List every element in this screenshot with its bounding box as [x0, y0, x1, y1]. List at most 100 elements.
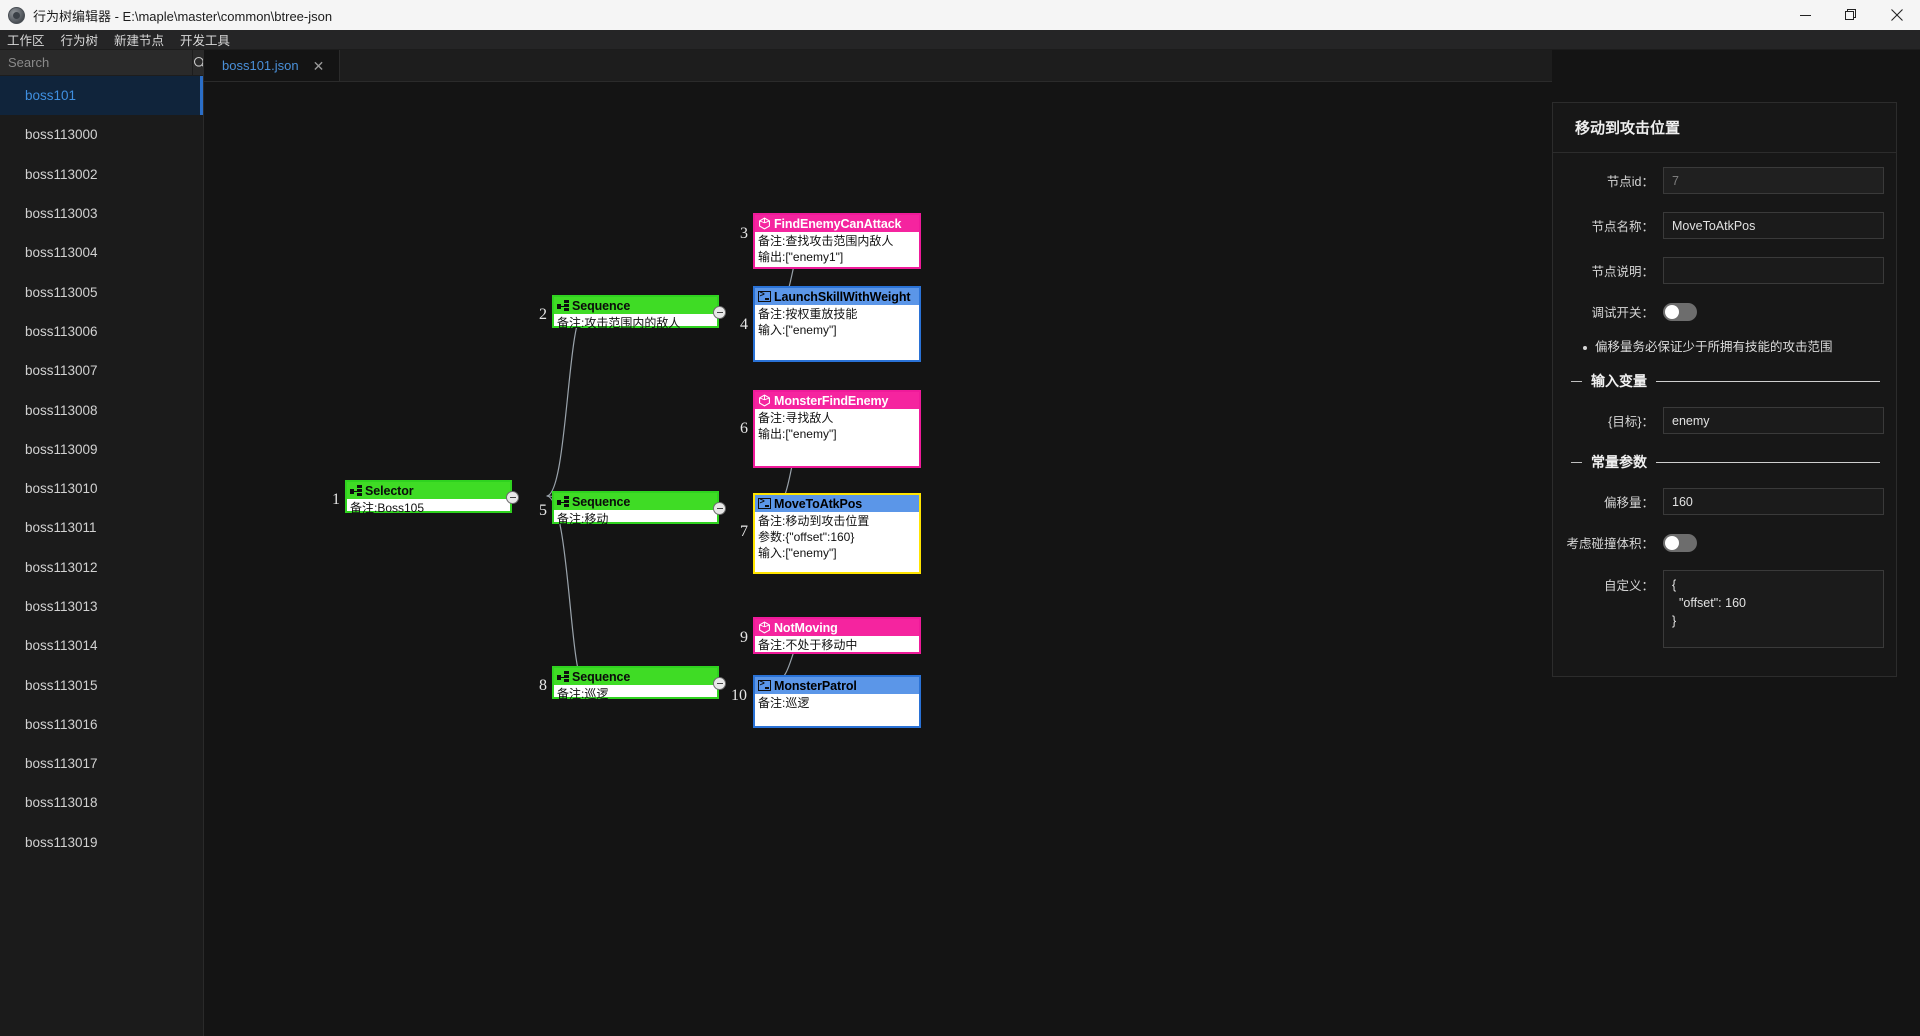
tab-close-icon[interactable]: ✕ — [312, 57, 325, 74]
sidebar-item-label: boss113003 — [25, 206, 98, 222]
properties-note: 偏移量务必保证少于所拥有技能的攻击范围 — [1553, 339, 1896, 355]
graph-node-Sequence[interactable]: Sequence 备注:巡逻 — [552, 666, 719, 701]
node-body: 备注:不处于移动中 — [755, 636, 919, 655]
sidebar-item-label: boss113018 — [25, 795, 98, 811]
node-line: 输出:["enemy1"] — [758, 250, 844, 264]
node-title: Sequence — [572, 669, 631, 684]
node-body: 备注:寻找敌人输出:["enemy"] — [755, 409, 919, 444]
sidebar-item-boss113017[interactable]: boss113017 — [0, 744, 203, 783]
sidebar-item-boss113009[interactable]: boss113009 — [0, 430, 203, 469]
sidebar-item-boss113002[interactable]: boss113002 — [0, 155, 203, 194]
node-output-port[interactable] — [713, 501, 726, 515]
sidebar-item-label: boss113005 — [25, 284, 98, 300]
sidebar-item-boss113013[interactable]: boss113013 — [0, 587, 203, 626]
sidebar-item-boss113007[interactable]: boss113007 — [0, 351, 203, 390]
node-line: 备注:巡逻 — [758, 696, 810, 710]
offset-label: 偏移量： — [1603, 496, 1654, 510]
node-title: MonsterPatrol — [774, 678, 857, 693]
collision-label: 考虑碰撞体积： — [1566, 537, 1654, 551]
sidebar-item-boss113016[interactable]: boss113016 — [0, 705, 203, 744]
search-button[interactable] — [192, 50, 203, 75]
sidebar-item-label: boss113008 — [25, 402, 98, 418]
maximize-button[interactable] — [1828, 0, 1874, 30]
offset-input[interactable] — [1663, 488, 1884, 515]
node-header: Selector — [347, 482, 510, 499]
bullet-icon — [1583, 346, 1587, 350]
sidebar-item-boss113004[interactable]: boss113004 — [0, 233, 203, 272]
node-name-input[interactable] — [1663, 212, 1884, 239]
node-output-port[interactable] — [713, 676, 726, 690]
section-rule-2 — [1656, 461, 1880, 463]
node-output-port[interactable] — [713, 305, 726, 319]
sidebar-item-boss113014[interactable]: boss113014 — [0, 626, 203, 665]
node-header: MonsterPatrol — [755, 677, 919, 694]
section-const-title: 常量参数 — [1591, 454, 1647, 470]
graph-node-MoveToAtkPos[interactable]: MoveToAtkPos备注:移动到攻击位置参数:{"offset":160}输… — [753, 493, 921, 574]
sidebar-item-boss113018[interactable]: boss113018 — [0, 783, 203, 822]
sidebar-item-boss113000[interactable]: boss113000 — [0, 115, 203, 154]
node-body: 备注:巡逻 — [554, 685, 717, 704]
close-button[interactable] — [1874, 0, 1920, 30]
node-desc-input[interactable] — [1663, 257, 1884, 284]
menu-behavior-tree[interactable]: 行为树 — [60, 34, 99, 48]
node-number: 9 — [740, 629, 748, 646]
composite-icon — [350, 484, 362, 497]
sidebar-item-label: boss113015 — [25, 677, 98, 693]
menu-dev-tools[interactable]: 开发工具 — [180, 34, 231, 48]
node-output-port[interactable] — [506, 490, 519, 504]
node-number: 1 — [332, 491, 340, 508]
node-title: MoveToAtkPos — [774, 496, 863, 511]
node-body: 备注:移动 — [554, 510, 717, 529]
sidebar-item-boss113012[interactable]: boss113012 — [0, 548, 203, 587]
section-input-variables: 输入变量 — [1553, 371, 1896, 391]
search-input[interactable] — [0, 50, 192, 75]
condition-icon — [758, 621, 771, 634]
node-number: 10 — [731, 687, 747, 704]
custom-textarea[interactable]: { "offset": 160 } — [1663, 570, 1884, 648]
note-text: 偏移量务必保证少于所拥有技能的攻击范围 — [1595, 340, 1833, 354]
sidebar-item-boss113010[interactable]: boss113010 — [0, 469, 203, 508]
search-icon — [193, 56, 203, 67]
graph-node-LaunchSkillWithWeight[interactable]: LaunchSkillWithWeight备注:按权重放技能输入:["enemy… — [753, 286, 921, 362]
field-offset: 偏移量： — [1553, 488, 1896, 515]
sidebar-item-label: boss101 — [25, 88, 77, 104]
node-header: Sequence — [554, 493, 717, 510]
sidebar-item-boss113006[interactable]: boss113006 — [0, 312, 203, 351]
sidebar-item-label: boss113019 — [25, 834, 98, 850]
graph-node-MonsterPatrol[interactable]: MonsterPatrol 备注:巡逻 — [753, 675, 921, 728]
input-target-input[interactable] — [1663, 407, 1884, 434]
menu-workspace[interactable]: 工作区 — [7, 34, 45, 48]
sidebar-item-boss113005[interactable]: boss113005 — [0, 272, 203, 311]
node-body: 备注:按权重放技能输入:["enemy"] — [755, 305, 919, 340]
sidebar-item-boss113019[interactable]: boss113019 — [0, 823, 203, 862]
menu-new-node[interactable]: 新建节点 — [114, 34, 165, 48]
sidebar-item-boss113011[interactable]: boss113011 — [0, 508, 203, 547]
sidebar-item-boss113015[interactable]: boss113015 — [0, 665, 203, 704]
tab-boss101-json[interactable]: boss101.json ✕ — [204, 50, 341, 81]
node-line: 备注:巡逻 — [557, 687, 609, 701]
debug-switch-toggle[interactable] — [1663, 302, 1697, 321]
node-number: 8 — [539, 677, 547, 694]
sidebar-item-label: boss113013 — [25, 599, 98, 614]
sidebar-item-boss113008[interactable]: boss113008 — [0, 390, 203, 429]
collision-toggle[interactable] — [1663, 533, 1697, 552]
sidebar-item-label: boss113009 — [25, 441, 98, 457]
condition-icon — [758, 217, 771, 230]
minimize-button[interactable] — [1782, 0, 1828, 30]
field-node-id: 节点id： — [1553, 167, 1896, 194]
field-custom: 自定义： { "offset": 160 } — [1553, 570, 1896, 648]
sidebar-item-boss101[interactable]: boss101 — [0, 76, 203, 116]
sidebar-item-boss113003[interactable]: boss113003 — [0, 194, 203, 233]
